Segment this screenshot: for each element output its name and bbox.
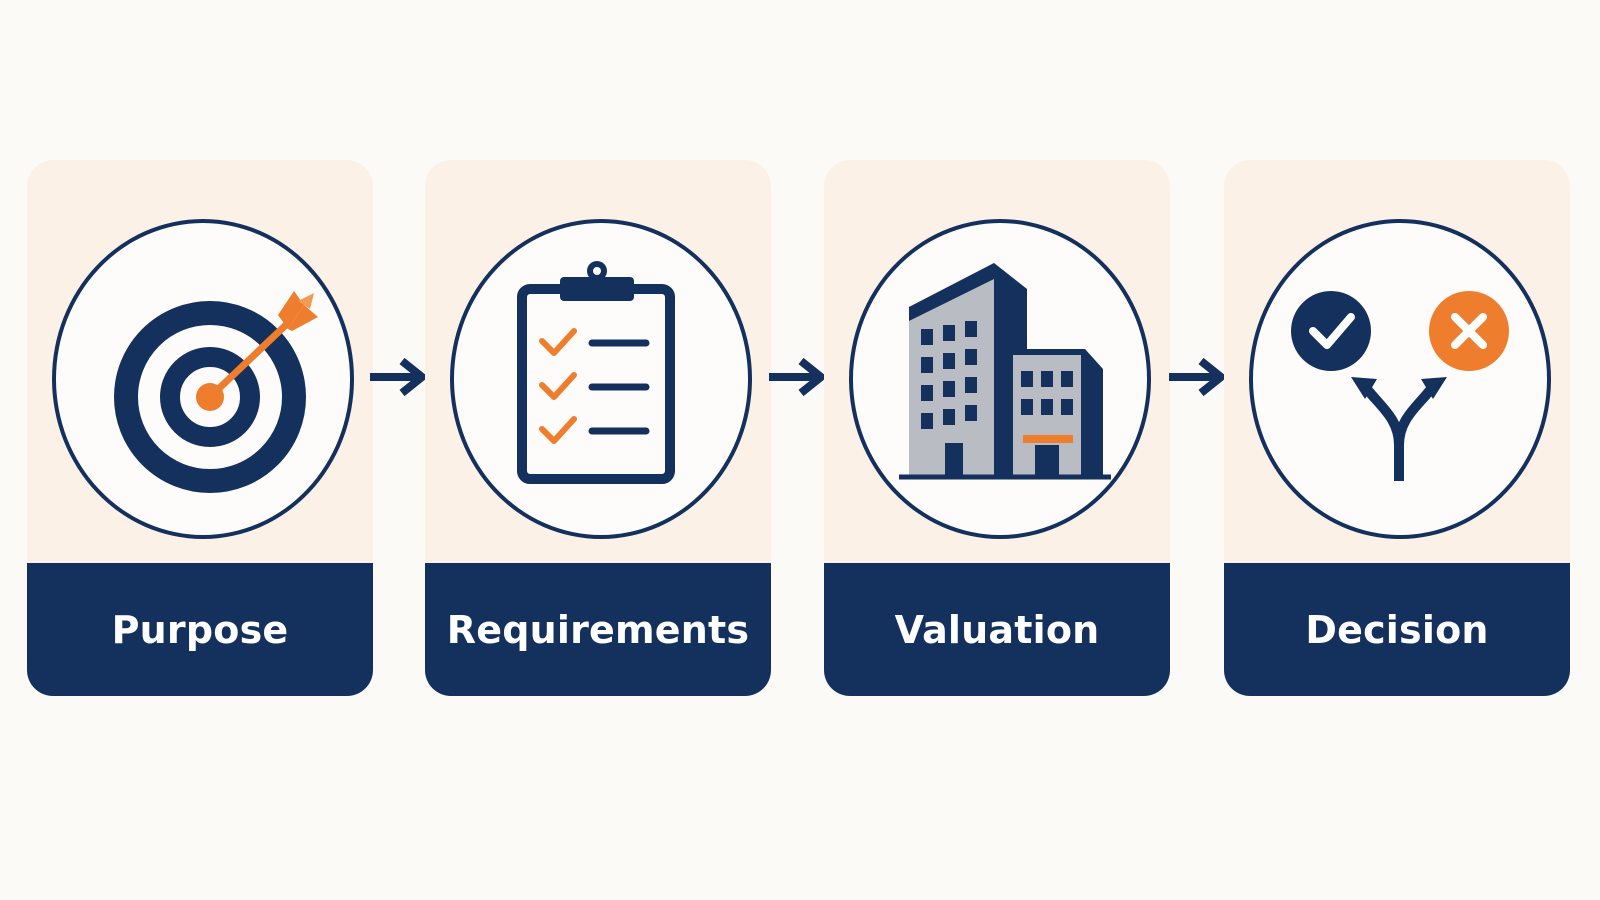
step-card-purpose: Purpose	[27, 160, 373, 696]
step-card-requirements: Requirements	[425, 160, 771, 696]
step-label: Purpose	[111, 607, 289, 652]
step-label-bar: Requirements	[425, 563, 771, 696]
step-label: Valuation	[894, 607, 1100, 652]
right-arrow-icon	[368, 355, 430, 399]
step-label-bar: Valuation	[824, 563, 1170, 696]
icon-circle	[1249, 219, 1551, 539]
fork-decision-icon	[1249, 219, 1551, 539]
right-arrow-icon	[1167, 355, 1229, 399]
office-building-icon	[849, 219, 1151, 539]
step-card-decision: Decision	[1224, 160, 1570, 696]
right-arrow-icon	[767, 355, 829, 399]
step-label-bar: Decision	[1224, 563, 1570, 696]
step-label: Decision	[1305, 607, 1489, 652]
clipboard-checklist-icon	[450, 219, 752, 539]
target-arrow-icon	[52, 219, 354, 539]
step-label: Requirements	[446, 607, 750, 652]
step-card-valuation: Valuation	[824, 160, 1170, 696]
step-label-bar: Purpose	[27, 563, 373, 696]
